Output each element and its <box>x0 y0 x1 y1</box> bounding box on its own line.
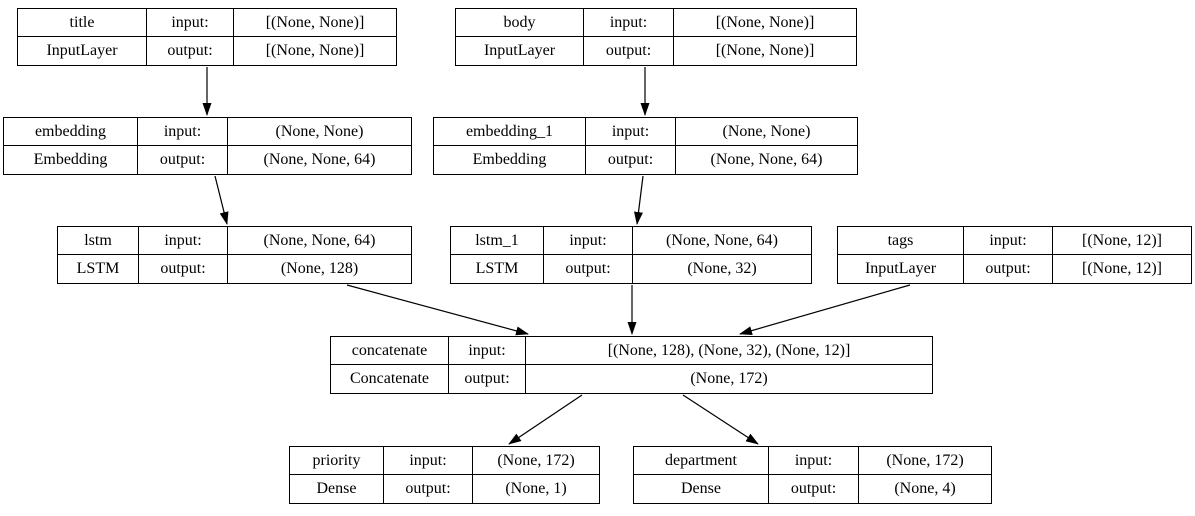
layer-name: tags <box>838 227 964 255</box>
output-label: output: <box>147 37 234 65</box>
layer-name: embedding <box>4 118 138 146</box>
node-lstm_1: lstm_1 input: (None, None, 64) LSTM outp… <box>450 226 812 284</box>
edge-concatenate-department <box>682 394 759 445</box>
output-label: output: <box>384 475 473 503</box>
layer-class: Dense <box>290 475 384 503</box>
layer-name: concatenate <box>331 337 449 365</box>
edge-concatenate-priority <box>508 394 583 445</box>
output-shape: (None, None, 64) <box>710 151 823 168</box>
layer-name: lstm_1 <box>451 227 544 255</box>
edge-tags-concatenate <box>739 284 911 336</box>
node-body: body input: [(None, None)] InputLayer ou… <box>455 8 857 66</box>
input-label: input: <box>384 447 473 475</box>
node-lstm: lstm input: (None, None, 64) LSTM output… <box>57 226 412 284</box>
edge-embedding_1-lstm_1 <box>634 175 644 225</box>
input-shape: [(None, 128), (None, 32), (None, 12)] <box>526 337 932 365</box>
layer-name: lstm <box>58 227 139 255</box>
input-label: input: <box>449 337 526 365</box>
output-shape: (None, 172) <box>690 370 768 387</box>
output-label: output: <box>586 146 676 174</box>
input-shape: [(None, None)] <box>674 9 856 37</box>
output-label: output: <box>139 255 228 283</box>
input-label: input: <box>138 118 228 146</box>
input-label: input: <box>139 227 228 255</box>
output-label: output: <box>584 37 674 65</box>
output-label: output: <box>769 475 859 503</box>
layer-name: embedding_1 <box>434 118 586 146</box>
layer-name: title <box>18 9 147 37</box>
output-shape: (None, 32) <box>687 260 757 277</box>
input-shape: (None, None) <box>676 118 857 146</box>
input-shape: [(None, None)] <box>234 9 396 37</box>
output-label: output: <box>138 146 228 174</box>
layer-class: Dense <box>634 475 769 503</box>
output-shape: [(None, None)] <box>265 42 365 59</box>
input-shape: (None, 172) <box>473 447 599 475</box>
node-department: department input: (None, 172) Dense outp… <box>633 446 992 504</box>
input-label: input: <box>147 9 234 37</box>
output-shape: [(None, 12)] <box>1082 260 1162 277</box>
layer-name: department <box>634 447 769 475</box>
input-shape: [(None, 12)] <box>1053 227 1191 255</box>
input-label: input: <box>544 227 633 255</box>
output-label: output: <box>964 255 1053 283</box>
output-shape: (None, 128) <box>280 260 359 277</box>
layer-class: Embedding <box>434 146 586 174</box>
layer-class: LSTM <box>58 255 139 283</box>
layer-class: InputLayer <box>18 37 147 65</box>
input-label: input: <box>586 118 676 146</box>
output-shape: (None, 1) <box>505 480 567 497</box>
input-label: input: <box>964 227 1053 255</box>
input-label: input: <box>769 447 859 475</box>
output-label: output: <box>544 255 633 283</box>
output-shape: (None, None, 64) <box>263 151 376 168</box>
layer-class: InputLayer <box>456 37 584 65</box>
input-shape: (None, None) <box>228 118 411 146</box>
node-embedding_1: embedding_1 input: (None, None) Embeddin… <box>433 117 858 175</box>
layer-class: LSTM <box>451 255 544 283</box>
node-title: title input: [(None, None)] InputLayer o… <box>17 8 397 66</box>
output-label: output: <box>449 365 526 393</box>
output-shape: (None, 4) <box>894 480 956 497</box>
layer-name: priority <box>290 447 384 475</box>
layer-class: Embedding <box>4 146 138 174</box>
input-shape: (None, None, 64) <box>228 227 411 255</box>
node-priority: priority input: (None, 172) Dense output… <box>289 446 600 504</box>
node-tags: tags input: [(None, 12)] InputLayer outp… <box>837 226 1192 284</box>
input-shape: (None, 172) <box>859 447 991 475</box>
edge-embedding-lstm <box>214 175 229 225</box>
input-label: input: <box>584 9 674 37</box>
layer-class: Concatenate <box>331 365 449 393</box>
input-shape: (None, None, 64) <box>633 227 811 255</box>
node-embedding: embedding input: (None, None) Embedding … <box>3 117 412 175</box>
node-concatenate: concatenate input: [(None, 128), (None, … <box>330 336 933 394</box>
layer-name: body <box>456 9 584 37</box>
layer-class: InputLayer <box>838 255 964 283</box>
edge-lstm-concatenate <box>346 284 529 336</box>
output-shape: [(None, None)] <box>715 42 815 59</box>
